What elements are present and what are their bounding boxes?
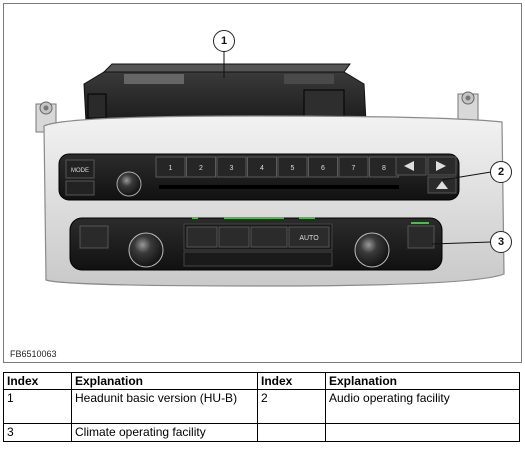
header-explanation-2: Explanation <box>325 372 520 390</box>
cell-explanation <box>325 423 520 442</box>
preset-button-2 <box>186 156 216 178</box>
preset-label-8: 8 <box>382 165 386 172</box>
table-row: 3 Climate operating facility <box>3 423 520 442</box>
preset-label-3: 3 <box>230 165 234 172</box>
table-row: 1 Headunit basic version (HU-B) 2 Audio … <box>3 389 520 424</box>
cell-index: 3 <box>3 423 72 442</box>
audio-operating-facility: MODE 1 2 3 4 5 6 7 8 <box>58 153 460 201</box>
preset-button-4 <box>247 156 277 178</box>
callout-1: 1 <box>213 30 235 52</box>
legend-header-row: Index Explanation Index Explanation <box>3 372 520 390</box>
headunit-illustration: MODE 1 2 3 4 5 6 7 8 AUTO <box>35 51 505 287</box>
cell-index <box>257 423 326 442</box>
mode-button: MODE <box>71 168 89 174</box>
header-index-2: Index <box>257 372 326 390</box>
figure-panel: MODE 1 2 3 4 5 6 7 8 AUTO <box>3 3 522 363</box>
volume-knob <box>116 171 142 197</box>
cell-explanation: Headunit basic version (HU-B) <box>71 389 258 424</box>
header-index-1: Index <box>3 372 72 390</box>
preset-buttons: 1 2 3 4 5 6 7 8 <box>155 156 399 178</box>
cell-explanation: Climate operating facility <box>71 423 258 442</box>
cell-explanation: Audio operating facility <box>325 389 520 424</box>
temperature-knob-left <box>128 232 164 268</box>
preset-button-6 <box>308 156 338 178</box>
figure-id-label: FB6510063 <box>10 349 57 359</box>
cell-index: 2 <box>257 389 326 424</box>
preset-label-2: 2 <box>199 165 203 172</box>
callout-3: 3 <box>490 231 512 253</box>
preset-button-7 <box>338 156 369 178</box>
preset-label-7: 7 <box>352 165 356 172</box>
callout-leaders <box>223 51 492 245</box>
climate-operating-facility: AUTO <box>69 217 443 271</box>
preset-button-1 <box>155 156 186 178</box>
preset-label-6: 6 <box>321 165 325 172</box>
callout-2: 2 <box>490 161 512 183</box>
auto-button: AUTO <box>299 235 319 242</box>
cell-index: 1 <box>3 389 72 424</box>
preset-button-3 <box>216 156 247 178</box>
preset-label-5: 5 <box>291 165 295 172</box>
header-explanation-1: Explanation <box>71 372 258 390</box>
preset-button-5 <box>277 156 308 178</box>
headunit-housing <box>83 63 367 123</box>
legend-table: Index Explanation Index Explanation 1 He… <box>3 372 520 442</box>
preset-label-4: 4 <box>260 165 264 172</box>
temperature-knob-right <box>354 232 390 268</box>
preset-label-1: 1 <box>169 165 173 172</box>
